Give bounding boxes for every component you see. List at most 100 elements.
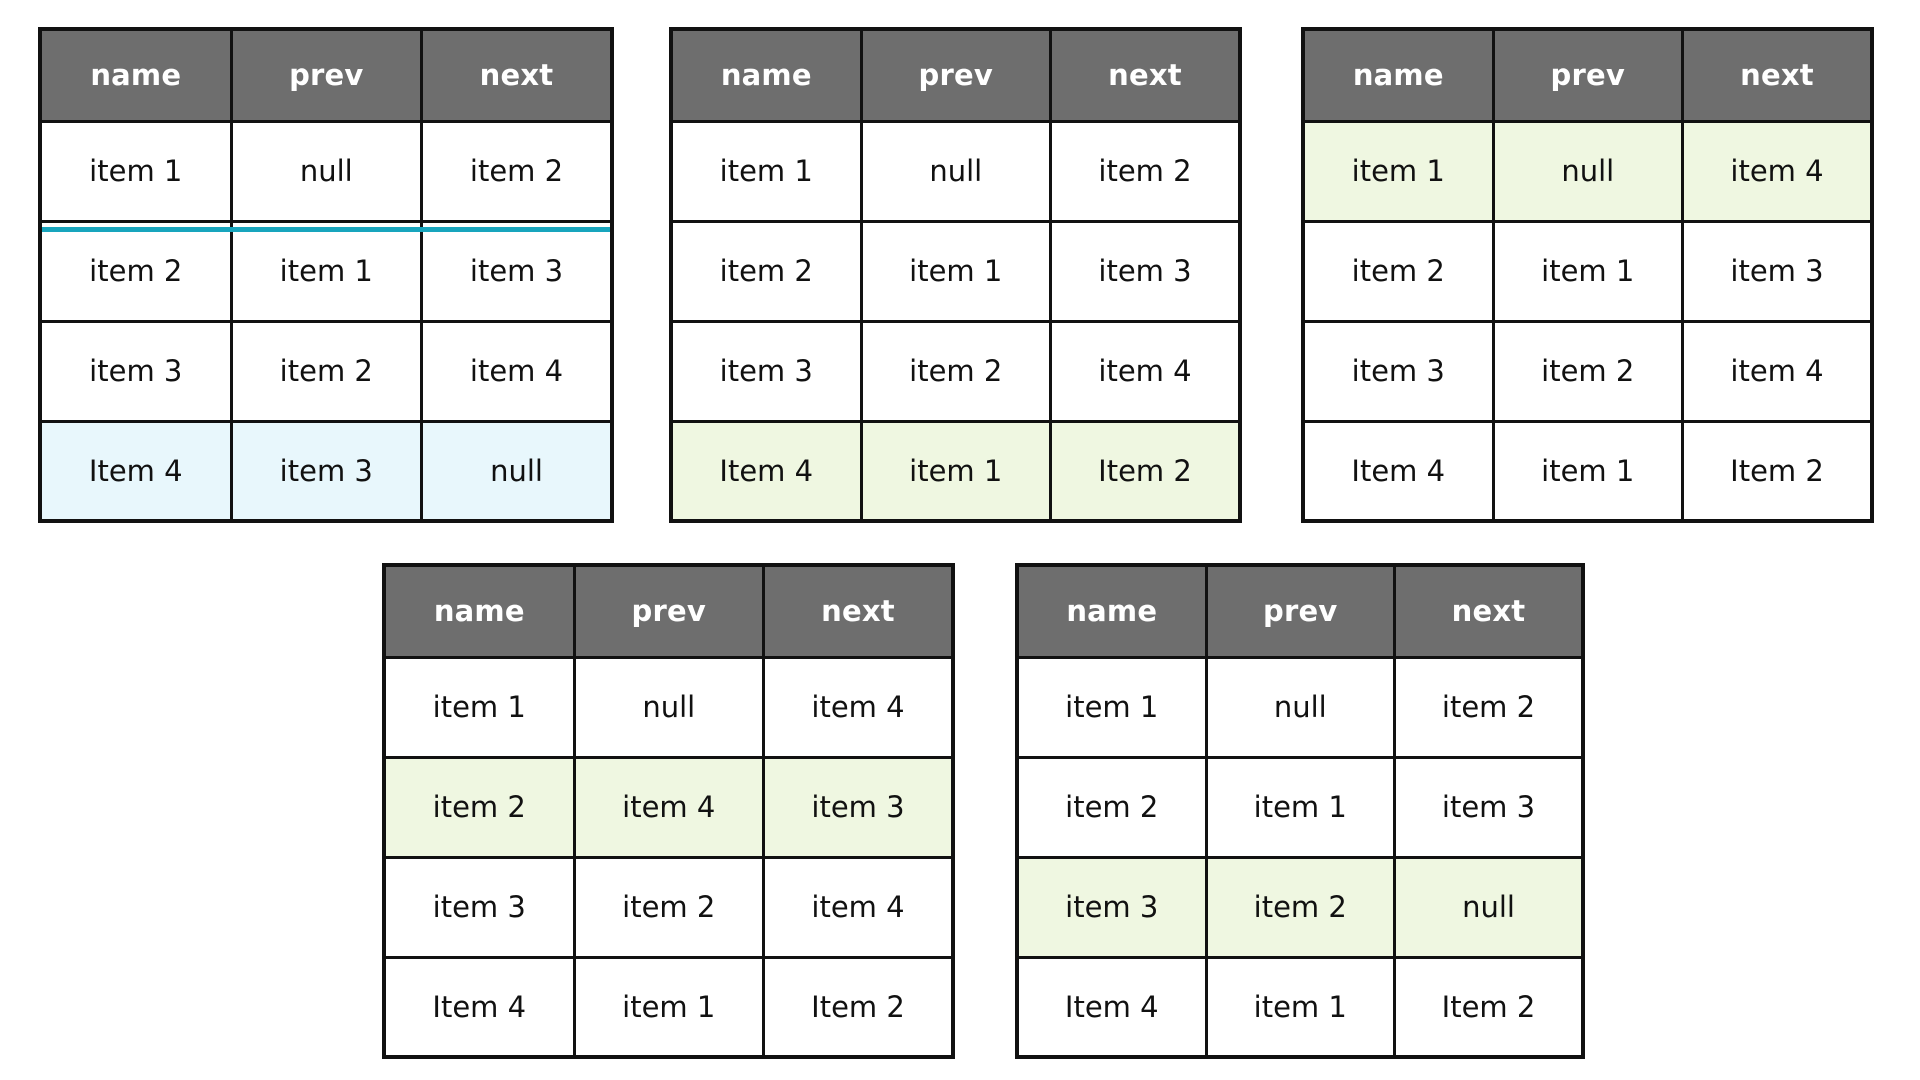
- table-header-row: name prev next: [1015, 563, 1585, 659]
- cell-name: Item 4: [38, 419, 233, 523]
- table-row: item 1 null item 2: [38, 119, 614, 223]
- column-header-next: next: [1049, 27, 1242, 123]
- cell-prev: item 1: [1491, 219, 1685, 323]
- cell-name: Item 4: [669, 419, 863, 523]
- cell-name: item 2: [38, 219, 233, 323]
- cell-prev: null: [859, 119, 1053, 223]
- table-row: item 2 item 1 item 3: [669, 219, 1242, 323]
- cell-prev: item 1: [859, 419, 1053, 523]
- table-row: item 1 null item 2: [669, 119, 1242, 223]
- cell-next: item 3: [420, 219, 614, 323]
- cell-name: item 1: [38, 119, 233, 223]
- cell-next: item 4: [1681, 319, 1874, 423]
- cell-name: item 2: [382, 755, 576, 859]
- table-row: Item 4 item 1 Item 2: [382, 955, 955, 1059]
- table-row: item 1 null item 4: [382, 655, 955, 759]
- linked-list-table-2: name prev next item 1 null item 2 item 2…: [669, 27, 1242, 523]
- cell-name: item 3: [382, 855, 576, 959]
- cell-next: item 2: [1393, 655, 1585, 759]
- cell-name: item 1: [1301, 119, 1495, 223]
- column-header-prev: prev: [1491, 27, 1685, 123]
- cell-prev: item 2: [859, 319, 1053, 423]
- table-row: item 3 item 2 item 4: [1301, 319, 1874, 423]
- cell-prev: null: [1204, 655, 1397, 759]
- cell-name: item 3: [1015, 855, 1208, 959]
- cell-name: item 1: [382, 655, 576, 759]
- table-row-highlighted: item 2 item 4 item 3: [382, 755, 955, 859]
- cell-next: item 4: [1049, 319, 1242, 423]
- cell-next: item 3: [762, 755, 955, 859]
- column-header-next: next: [420, 27, 614, 123]
- table-row-highlighted: item 3 item 2 null: [1015, 855, 1585, 959]
- cell-prev: item 1: [1204, 755, 1397, 859]
- table-row: item 2 item 1 item 3: [1015, 755, 1585, 859]
- cell-prev: item 1: [572, 955, 766, 1059]
- cell-next: item 3: [1393, 755, 1585, 859]
- cell-prev: null: [229, 119, 424, 223]
- cell-name: Item 4: [1015, 955, 1208, 1059]
- table-row: item 3 item 2 item 4: [38, 319, 614, 423]
- cell-prev: item 2: [229, 319, 424, 423]
- cell-name: item 3: [38, 319, 233, 423]
- table-row: item 3 item 2 item 4: [669, 319, 1242, 423]
- cell-next: Item 2: [1393, 955, 1585, 1059]
- cell-name: item 2: [1301, 219, 1495, 323]
- cell-prev: item 2: [572, 855, 766, 959]
- table-row-highlighted: item 1 null item 4: [1301, 119, 1874, 223]
- cell-next: item 4: [420, 319, 614, 423]
- cell-next: Item 2: [762, 955, 955, 1059]
- table-row: item 3 item 2 item 4: [382, 855, 955, 959]
- table-row: Item 4 item 1 Item 2: [1301, 419, 1874, 523]
- column-header-next: next: [1681, 27, 1874, 123]
- column-header-name: name: [38, 27, 233, 123]
- cell-prev: item 4: [572, 755, 766, 859]
- cell-next: item 3: [1049, 219, 1242, 323]
- cell-name: item 3: [1301, 319, 1495, 423]
- cell-name: item 2: [1015, 755, 1208, 859]
- table-header-row: name prev next: [1301, 27, 1874, 123]
- cell-name: item 2: [669, 219, 863, 323]
- cell-next: item 2: [1049, 119, 1242, 223]
- cell-prev: item 1: [1204, 955, 1397, 1059]
- table-header-row: name prev next: [382, 563, 955, 659]
- table-header-row: name prev next: [669, 27, 1242, 123]
- cell-prev: item 2: [1491, 319, 1685, 423]
- column-header-next: next: [1393, 563, 1585, 659]
- cell-name: item 1: [1015, 655, 1208, 759]
- table-row-highlighted: Item 4 item 1 Item 2: [669, 419, 1242, 523]
- cell-next: Item 2: [1681, 419, 1874, 523]
- cyan-separator-line: [42, 227, 610, 232]
- cell-prev: item 3: [229, 419, 424, 523]
- cell-name: item 1: [669, 119, 863, 223]
- cell-next: Item 2: [1049, 419, 1242, 523]
- cell-prev: null: [572, 655, 766, 759]
- cell-prev: item 1: [859, 219, 1053, 323]
- column-header-prev: prev: [572, 563, 766, 659]
- linked-list-table-4: name prev next item 1 null item 4 item 2…: [382, 563, 955, 1059]
- table-row: item 2 item 1 item 3: [38, 219, 614, 323]
- table-row: item 1 null item 2: [1015, 655, 1585, 759]
- column-header-prev: prev: [859, 27, 1053, 123]
- cell-name: Item 4: [382, 955, 576, 1059]
- column-header-name: name: [1301, 27, 1495, 123]
- cell-next: item 3: [1681, 219, 1874, 323]
- cell-name: Item 4: [1301, 419, 1495, 523]
- table-row: item 2 item 1 item 3: [1301, 219, 1874, 323]
- column-header-next: next: [762, 563, 955, 659]
- linked-list-table-3: name prev next item 1 null item 4 item 2…: [1301, 27, 1874, 523]
- cell-next: item 4: [762, 655, 955, 759]
- linked-list-table-1: name prev next item 1 null item 2 item 2…: [38, 27, 614, 523]
- linked-list-table-5: name prev next item 1 null item 2 item 2…: [1015, 563, 1585, 1059]
- cell-next: null: [1393, 855, 1585, 959]
- cell-prev: item 2: [1204, 855, 1397, 959]
- cell-prev: item 1: [1491, 419, 1685, 523]
- column-header-name: name: [669, 27, 863, 123]
- cell-next: item 2: [420, 119, 614, 223]
- cell-next: null: [420, 419, 614, 523]
- cell-prev: null: [1491, 119, 1685, 223]
- cell-name: item 3: [669, 319, 863, 423]
- column-header-name: name: [1015, 563, 1208, 659]
- cell-next: item 4: [762, 855, 955, 959]
- column-header-name: name: [382, 563, 576, 659]
